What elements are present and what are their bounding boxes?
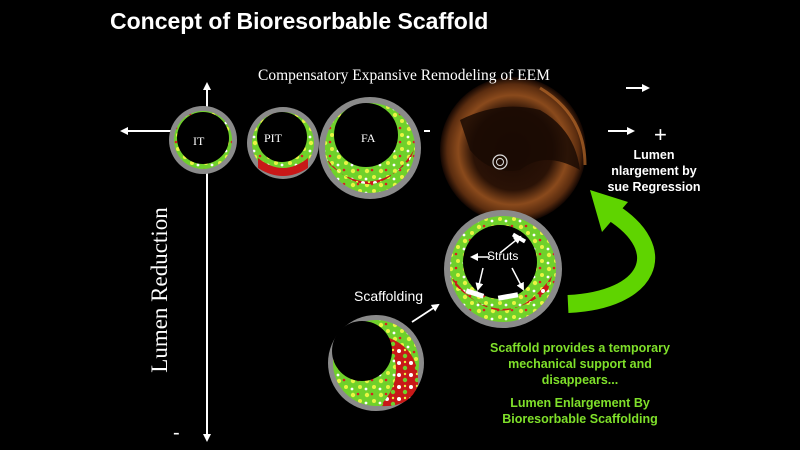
vessel-scaffolded bbox=[444, 210, 562, 328]
y-axis-label: Lumen Reduction bbox=[147, 207, 172, 373]
lumen-enlargement-line-3: sue Regression bbox=[607, 180, 701, 194]
lumen-enlargement-line-1: Lumen bbox=[633, 148, 675, 162]
bioresorbable-note-line-2: Bioresorbable Scaffolding bbox=[502, 412, 658, 426]
lumen-enlargement-line-2: nlargement by bbox=[611, 164, 697, 178]
strut bbox=[465, 288, 485, 299]
bioresorbable-note: Lumen Enlargement By Bioresorbable Scaff… bbox=[470, 395, 690, 427]
struts-label: Struts bbox=[487, 249, 519, 263]
scaffold-note: Scaffold provides a temporary mechanical… bbox=[470, 340, 690, 388]
scaffold-note-line-3: disappears... bbox=[541, 373, 619, 387]
vessel-it bbox=[169, 106, 237, 174]
scaffolding-label: Scaffolding bbox=[354, 288, 424, 304]
scaffolding-arrow bbox=[411, 303, 440, 323]
vessel-pit bbox=[247, 107, 319, 179]
stage-label-fa: FA bbox=[361, 131, 376, 145]
vessel-fa bbox=[319, 97, 421, 199]
scaffold-note-line-2: mechanical support and bbox=[508, 357, 652, 371]
stage-label-pit: PIT bbox=[264, 131, 282, 145]
oct-catheter bbox=[492, 154, 508, 170]
subtitle: Compensatory Expansive Remodeling of EEM bbox=[258, 67, 550, 84]
plus-symbol: + bbox=[654, 122, 667, 147]
lumen-enlargement-label: Lumen nlargement by sue Regression bbox=[598, 147, 710, 195]
strut bbox=[497, 292, 519, 301]
bioresorbable-note-line-1: Lumen Enlargement By bbox=[510, 396, 650, 410]
scaffold-note-line-1: Scaffold provides a temporary bbox=[490, 341, 670, 355]
stage-label-it: IT bbox=[193, 134, 205, 148]
oct-image bbox=[440, 77, 587, 223]
minus-symbol: - bbox=[173, 422, 180, 444]
page-title: Concept of Bioresorbable Scaffold bbox=[110, 8, 489, 34]
vessel-bottom bbox=[328, 315, 424, 411]
green-curved-arrow bbox=[567, 190, 656, 313]
